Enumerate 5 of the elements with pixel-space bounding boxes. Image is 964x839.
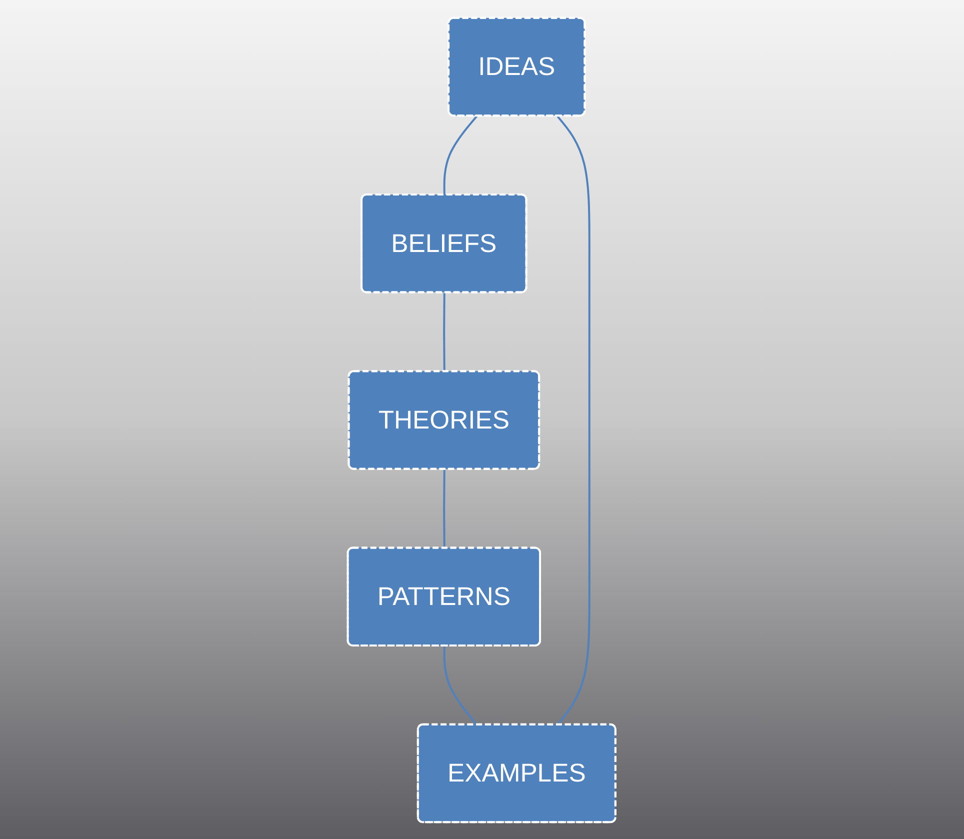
connector [443, 292, 446, 372]
connector [444, 114, 478, 195]
connector [556, 114, 591, 726]
connector [444, 645, 478, 726]
connector [443, 468, 446, 548]
